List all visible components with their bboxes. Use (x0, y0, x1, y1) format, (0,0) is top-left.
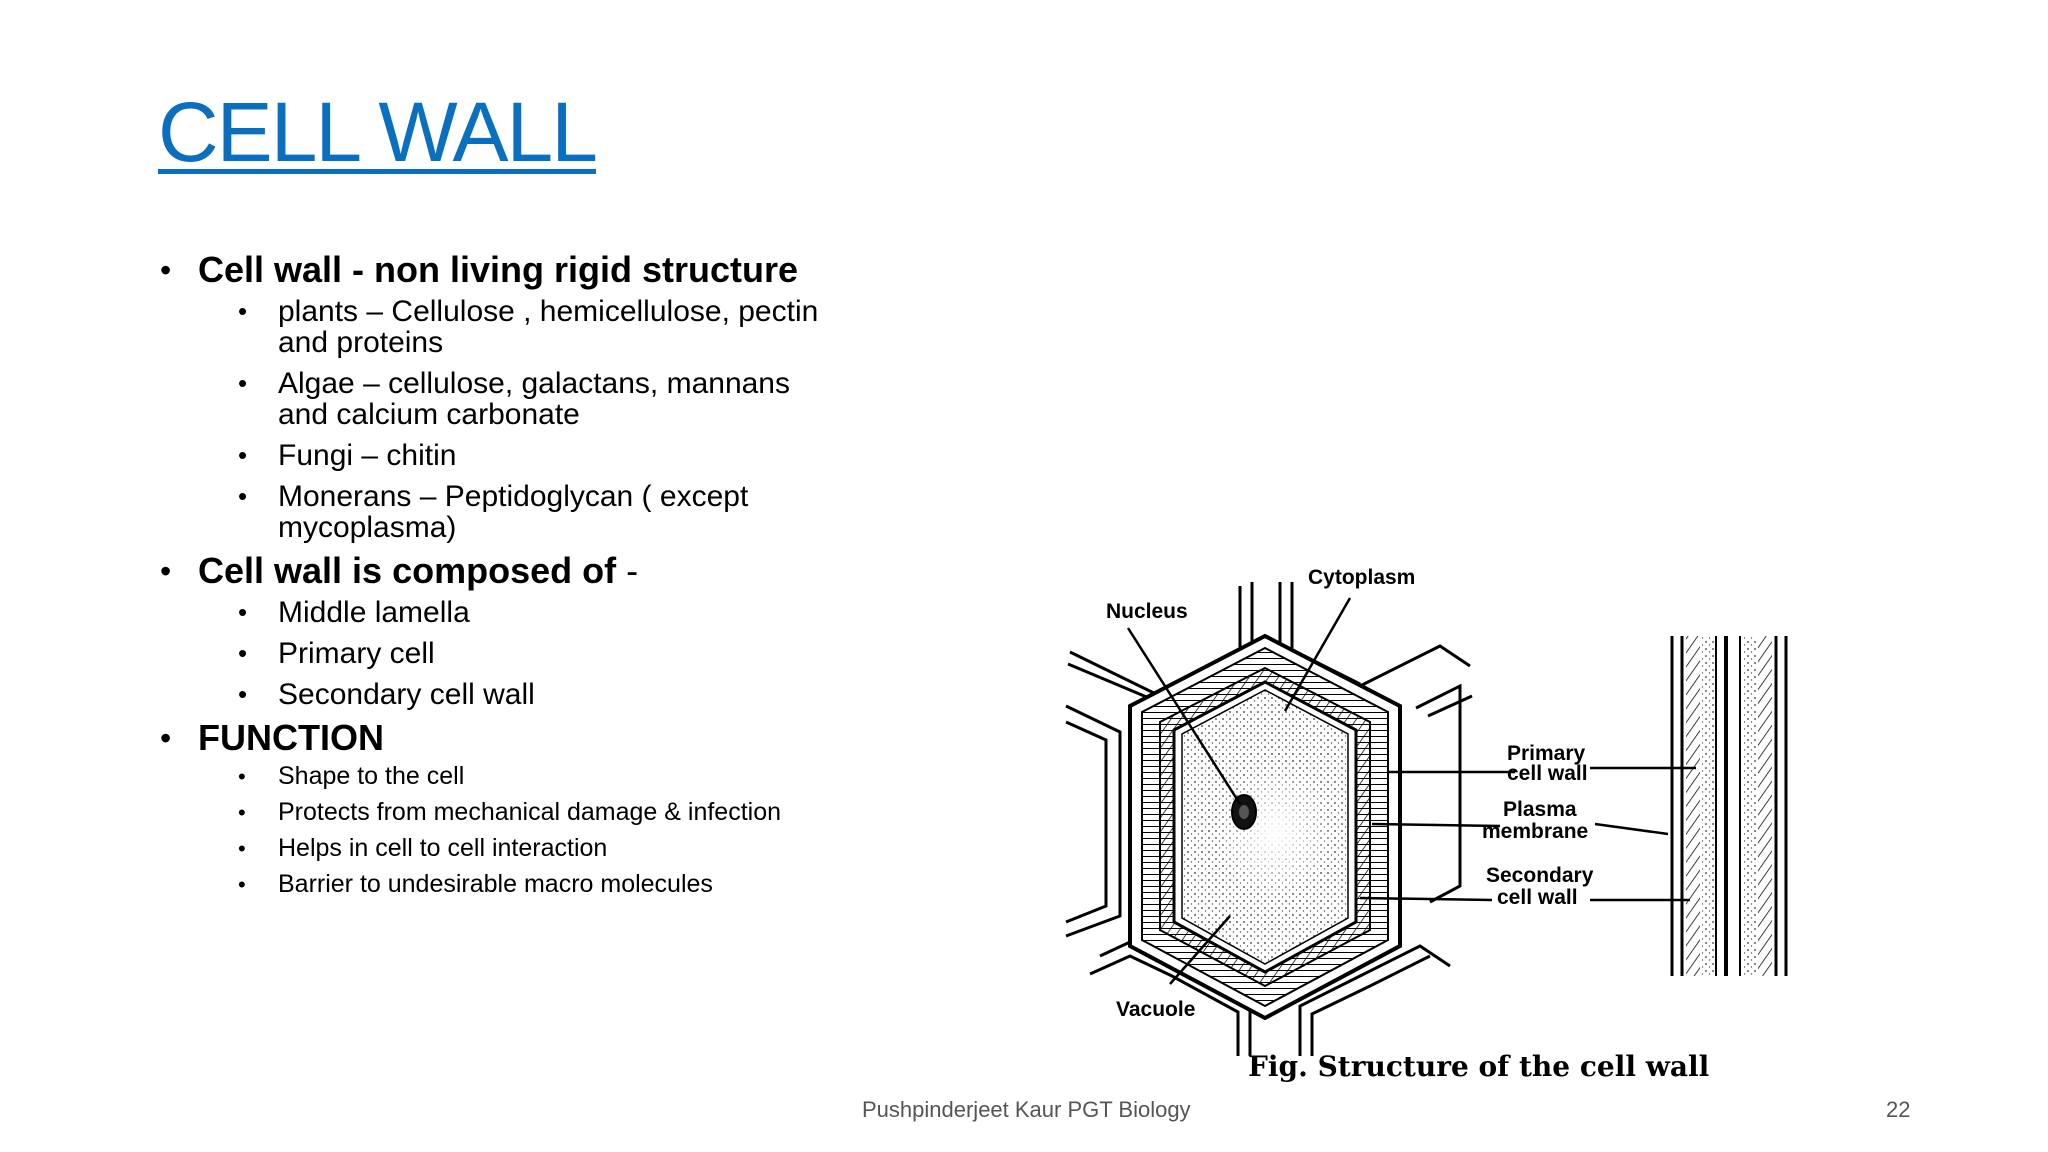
bullet-text: FUNCTION (198, 717, 384, 758)
label-cytoplasm: Cytoplasm (1308, 566, 1415, 589)
sub-bullet-item: Protects from mechanical damage & infect… (238, 800, 820, 826)
slide-content: Cell wall - non living rigid structure p… (160, 252, 820, 908)
bullet-text-suffix: - (616, 550, 639, 591)
label-secondary-line1: Secondary (1486, 864, 1594, 887)
sub-bullet-item: Monerans – Peptidoglycan ( except mycopl… (238, 481, 820, 543)
label-nucleus: Nucleus (1106, 600, 1188, 623)
sub-bullet-list: Shape to the cell Protects from mechanic… (238, 764, 820, 898)
bullet-function: FUNCTION Shape to the cell Protects from… (160, 717, 820, 898)
sub-bullet-list: Middle lamella Primary cell Secondary ce… (238, 597, 820, 710)
label-plasma-line1: Plasma (1503, 798, 1577, 821)
sub-bullet-item: Algae – cellulose, galactans, mannans an… (238, 368, 820, 430)
sub-bullet-item: Fungi – chitin (238, 440, 820, 471)
sub-bullet-item: plants – Cellulose , hemicellulose, pect… (238, 296, 820, 358)
label-primary-line1: Primary (1507, 742, 1586, 765)
main-bullet-list: Cell wall - non living rigid structure p… (160, 249, 820, 898)
neighbor-cells (1065, 582, 1473, 1056)
cell-wall-diagram: Cytoplasm Nucleus Primary cell wall Plas… (1065, 566, 1790, 1056)
sub-bullet-item: Shape to the cell (238, 764, 820, 790)
slide-number: 22 (1886, 1097, 1911, 1122)
sub-bullet-item: Barrier to undesirable macro molecules (238, 872, 820, 898)
bullet-text: Cell wall - non living rigid structure (198, 249, 799, 290)
bullet-text: Cell wall is composed of - (198, 553, 820, 589)
central-cell (1128, 633, 1402, 1021)
label-secondary-line2: cell wall (1497, 886, 1578, 909)
sub-bullet-item: Primary cell (238, 638, 820, 669)
label-plasma-line2: membrane (1482, 820, 1588, 843)
figure-caption: Fig. Structure of the cell wall (1248, 1050, 1710, 1083)
bullet-cell-wall-definition: Cell wall - non living rigid structure p… (160, 249, 820, 544)
slide-title: CELL WALL (158, 85, 598, 179)
sub-bullet-item: Secondary cell wall (238, 679, 820, 710)
bullet-text-bold: Cell wall is composed of (198, 550, 617, 591)
diagram-labels: Cytoplasm Nucleus Primary cell wall Plas… (1106, 566, 1594, 1021)
sub-bullet-list: plants – Cellulose , hemicellulose, pect… (238, 296, 820, 543)
footer-author: Pushpinderjeet Kaur PGT Biology (862, 1097, 1191, 1122)
label-vacuole: Vacuole (1116, 998, 1195, 1021)
sub-bullet-item: Helps in cell to cell interaction (238, 836, 820, 862)
label-primary-line2: cell wall (1507, 762, 1588, 785)
wall-cross-section (1670, 636, 1790, 976)
sub-bullet-item: Middle lamella (238, 597, 820, 628)
leader-lines (1126, 597, 1696, 985)
bullet-cell-wall-composition: Cell wall is composed of - Middle lamell… (160, 553, 820, 711)
